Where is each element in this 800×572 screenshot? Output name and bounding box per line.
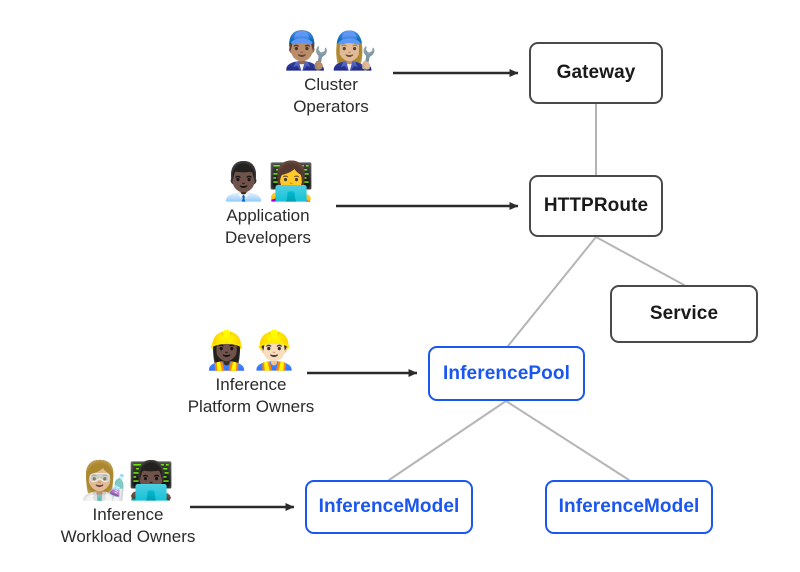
edge-httproute-inferencepool	[507, 236, 597, 347]
actor-label-line: Application	[226, 205, 310, 225]
actor-avatar-icons: 👨🏿‍💼👩‍💻	[220, 160, 316, 203]
actor-label-line: Developers	[225, 227, 311, 247]
node-label: InferencePool	[443, 362, 570, 384]
actor-avatar-icons: 👨🏽‍🔧👩🏼‍🔧	[283, 29, 379, 72]
node-inferencemodel1[interactable]: InferenceModel	[305, 480, 473, 534]
node-label: HTTPRoute	[543, 195, 649, 216]
actor-label-line: Workload Owners	[60, 526, 196, 546]
node-httproute[interactable]: HTTPRoute	[529, 175, 663, 237]
node-service[interactable]: Service	[610, 285, 758, 343]
node-gateway[interactable]: Gateway	[529, 42, 663, 104]
actor-label-line: Platform Owners	[187, 396, 315, 416]
actor-avatar-icons: 👷🏿‍♀️👷🏻‍♂️	[203, 329, 299, 372]
node-label: Service	[649, 303, 719, 324]
edge-inferencepool-inferencemodel1	[388, 400, 507, 481]
actor-avatar-icons: 👩🏼‍🔬👨🏿‍💻	[80, 459, 176, 502]
actor-label-line: Inference	[215, 374, 287, 394]
edge-inferencepool-inferencemodel2	[505, 400, 630, 481]
actor-label-line: Cluster	[304, 74, 358, 94]
edge-httproute-service	[595, 236, 685, 286]
actor-label-line: Operators	[293, 96, 369, 116]
node-label: InferenceModel	[558, 496, 700, 517]
node-inferencemodel2[interactable]: InferenceModel	[545, 480, 713, 534]
node-inferencepool[interactable]: InferencePool	[428, 346, 585, 401]
actor-ownership-arrows	[190, 69, 519, 511]
actor-label-line: Inference	[92, 504, 164, 524]
node-label: Gateway	[556, 62, 636, 83]
node-label: InferenceModel	[318, 496, 460, 517]
